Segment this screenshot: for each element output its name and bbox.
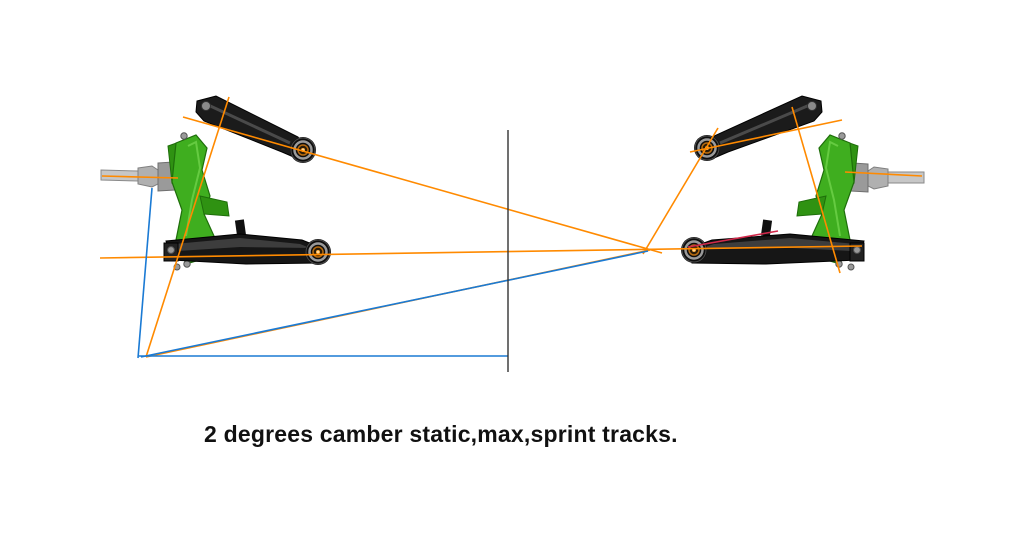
left-wheel-vertical bbox=[137, 187, 153, 359]
right-kingpin-axis bbox=[791, 106, 841, 274]
right-ic-to-upper bbox=[642, 127, 719, 255]
left-upper-arm-axis bbox=[182, 116, 663, 254]
right-axle-stub bbox=[850, 162, 925, 193]
caption-text: 2 degrees camber static,max,sprint track… bbox=[204, 421, 678, 447]
ground-to-roll-center bbox=[140, 250, 649, 358]
right-upper-arm-axis bbox=[689, 119, 843, 153]
left-suspension-assembly bbox=[100, 95, 333, 271]
left-upper-control-arm bbox=[195, 95, 318, 165]
lower-arms-axis bbox=[99, 245, 863, 259]
left-kingpin-axis bbox=[145, 96, 230, 358]
right-axle-centerline bbox=[844, 171, 923, 177]
right-lower-control-arm bbox=[679, 219, 865, 271]
construction-lines-layer bbox=[99, 96, 923, 372]
left-axle-centerline bbox=[101, 175, 179, 179]
left-upper-ball-joint bbox=[288, 135, 318, 165]
right-tie-rod-line bbox=[687, 230, 779, 248]
left-lower-ball-joint bbox=[303, 237, 333, 267]
right-lower-ball-joint bbox=[679, 235, 709, 265]
right-suspension-assembly bbox=[679, 95, 925, 271]
